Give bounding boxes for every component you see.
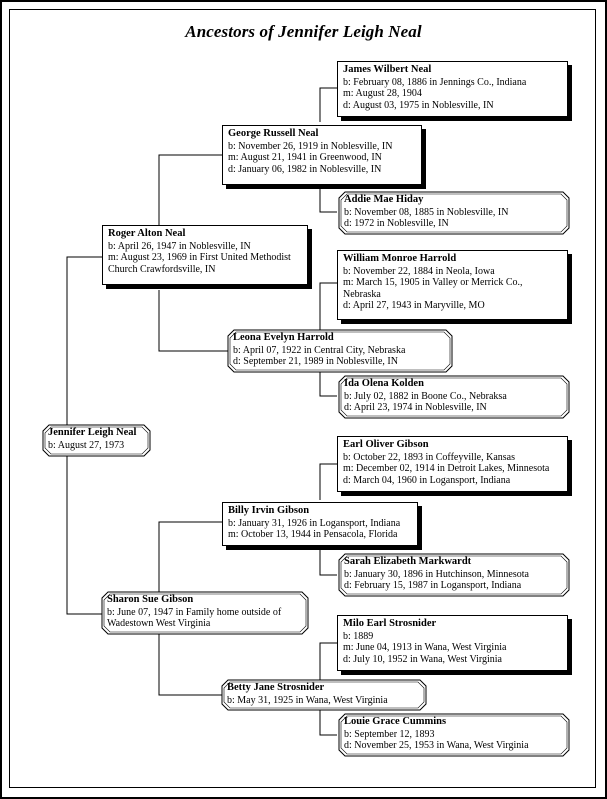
person-box-ida: Ida Olena Kolden b: July 02, 1882 in Boo… bbox=[338, 375, 570, 419]
person-box-earl: Earl Oliver Gibson b: October 22, 1893 i… bbox=[337, 436, 568, 492]
person-marriage: m: August 28, 1904 bbox=[343, 88, 422, 99]
person-box-betty: Betty Jane Strosnider b: May 31, 1925 in… bbox=[221, 679, 427, 711]
person-box-william: William Monroe Harrold b: November 22, 1… bbox=[337, 250, 568, 320]
person-name: Milo Earl Strosnider bbox=[343, 618, 437, 629]
person-name: Roger Alton Neal bbox=[108, 228, 186, 239]
box-outline bbox=[338, 713, 570, 757]
chart-title: Ancestors of Jennifer Leigh Neal bbox=[185, 22, 422, 41]
person-box-sarah: Sarah Elizabeth Markwardt b: January 30,… bbox=[338, 553, 570, 597]
connector-leona-ida bbox=[319, 372, 337, 397]
person-death: d: January 06, 1982 in Noblesville, IN bbox=[228, 163, 382, 175]
person-birth: b: November 08, 1885 in Noblesville, IN bbox=[344, 206, 509, 218]
person-name: Billy Irvin Gibson bbox=[228, 505, 310, 516]
person-death: d: 1972 in Noblesville, IN bbox=[344, 218, 449, 229]
box-outline bbox=[221, 679, 427, 711]
person-marriage: m: December 02, 1914 in Detroit Lakes, M… bbox=[343, 463, 550, 474]
person-box-george: George Russell Neal b: November 26, 1919… bbox=[222, 125, 422, 185]
person-name: James Wilbert Neal bbox=[343, 64, 432, 75]
inner-border bbox=[9, 9, 596, 788]
person-birth: b: April 26, 1947 in Noblesville, IN bbox=[108, 240, 251, 252]
person-birth-place: Wadestown West Virginia bbox=[107, 618, 211, 629]
person-death: d: November 25, 1953 in Wana, West Virgi… bbox=[344, 740, 529, 751]
person-box-milo: Milo Earl Strosnider b: 1889 m: June 04,… bbox=[337, 615, 568, 671]
person-birth: b: November 26, 1919 in Noblesville, IN bbox=[228, 140, 393, 152]
connector-roger-leona bbox=[158, 290, 228, 352]
connector-betty-louie bbox=[319, 710, 337, 736]
person-name: William Monroe Harrold bbox=[343, 253, 457, 264]
person-name: Sarah Elizabeth Markwardt bbox=[344, 556, 472, 567]
person-marriage: m: October 13, 1944 in Pensacola, Florid… bbox=[228, 529, 398, 540]
person-birth: b: January 30, 1896 in Hutchinson, Minne… bbox=[344, 568, 529, 580]
connector-george-james bbox=[319, 87, 337, 122]
connector-sharon-billy bbox=[158, 521, 222, 592]
box-outline bbox=[338, 553, 570, 597]
box-outline bbox=[338, 191, 570, 235]
person-box-addie: Addie Mae Hiday b: November 08, 1885 in … bbox=[338, 191, 570, 235]
person-marriage: m: March 15, 1905 in Valley or Merrick C… bbox=[343, 277, 523, 288]
person-marriage-place: Nebraska bbox=[343, 288, 381, 300]
connector-george-addie bbox=[319, 185, 337, 213]
person-box-jennifer: Jennifer Leigh Neal b: August 27, 1973 bbox=[42, 424, 151, 457]
person-birth: b: November 22, 1884 in Neola, Iowa bbox=[343, 265, 495, 277]
person-death: d: July 10, 1952 in Wana, West Virginia bbox=[343, 653, 502, 665]
person-name: Earl Oliver Gibson bbox=[343, 439, 429, 450]
box-outline bbox=[42, 424, 151, 457]
person-death: d: February 15, 1987 in Logansport, Indi… bbox=[344, 580, 522, 591]
person-box-billy: Billy Irvin Gibson b: January 31, 1926 i… bbox=[222, 502, 418, 546]
box-outline bbox=[338, 375, 570, 419]
person-box-roger: Roger Alton Neal b: April 26, 1947 in No… bbox=[102, 225, 308, 285]
person-death: d: August 03, 1975 in Noblesville, IN bbox=[343, 99, 494, 111]
person-birth: b: May 31, 1925 in Wana, West Virginia bbox=[227, 694, 388, 706]
person-death: d: September 21, 1989 in Noblesville, IN bbox=[233, 356, 398, 367]
person-name: Addie Mae Hiday bbox=[344, 194, 424, 205]
person-death: d: March 04, 1960 in Logansport, Indiana bbox=[343, 474, 511, 486]
person-name: Betty Jane Strosnider bbox=[227, 682, 325, 693]
connector-sharon-betty bbox=[158, 633, 222, 696]
connector-billy-earl bbox=[319, 463, 337, 500]
connector-jennifer-roger bbox=[66, 256, 102, 427]
person-name: Ida Olena Kolden bbox=[344, 378, 424, 389]
person-box-louie: Louie Grace Cummins b: September 12, 189… bbox=[338, 713, 570, 757]
person-birth: b: January 31, 1926 in Logansport, India… bbox=[228, 517, 401, 529]
connector-billy-sarah bbox=[319, 546, 337, 576]
person-birth: b: February 08, 1886 in Jennings Co., In… bbox=[343, 76, 527, 88]
person-name: Louie Grace Cummins bbox=[344, 716, 447, 727]
person-marriage: m: August 23, 1969 in First United Metho… bbox=[108, 252, 291, 263]
connector-betty-milo bbox=[319, 642, 337, 680]
connector-roger-george bbox=[158, 154, 222, 225]
person-marriage-place: Church Crawfordsville, IN bbox=[108, 263, 216, 275]
person-birth: b: April 07, 1922 in Central City, Nebra… bbox=[233, 344, 406, 356]
connector-leona-william bbox=[319, 282, 337, 330]
person-birth: b: September 12, 1893 bbox=[344, 728, 435, 740]
person-death: d: April 23, 1974 in Noblesville, IN bbox=[344, 402, 487, 413]
person-box-sharon: Sharon Sue Gibson b: June 07, 1947 in Fa… bbox=[101, 591, 309, 635]
box-outline bbox=[227, 329, 453, 373]
person-birth: b: 1889 bbox=[343, 630, 374, 642]
person-marriage: m: June 04, 1913 in Wana, West Virginia bbox=[343, 642, 507, 653]
box-outline bbox=[101, 591, 309, 635]
person-name: Sharon Sue Gibson bbox=[107, 594, 194, 605]
person-box-leona: Leona Evelyn Harrold b: April 07, 1922 i… bbox=[227, 329, 453, 373]
person-death: d: April 27, 1943 in Maryville, MO bbox=[343, 300, 485, 311]
person-name: Jennifer Leigh Neal bbox=[48, 427, 137, 438]
person-birth: b: August 27, 1973 bbox=[48, 439, 125, 451]
person-marriage: m: August 21, 1941 in Greenwood, IN bbox=[228, 152, 382, 163]
person-box-james: James Wilbert Neal b: February 08, 1886 … bbox=[337, 61, 568, 117]
person-birth: b: July 02, 1882 in Boone Co., Nebraksa bbox=[344, 390, 507, 402]
person-name: George Russell Neal bbox=[228, 128, 319, 139]
connector-jennifer-sharon bbox=[66, 456, 102, 615]
person-birth: b: October 22, 1893 in Coffeyville, Kans… bbox=[343, 451, 516, 463]
person-birth: b: June 07, 1947 in Family home outside … bbox=[107, 606, 282, 618]
person-name: Leona Evelyn Harrold bbox=[233, 332, 334, 343]
